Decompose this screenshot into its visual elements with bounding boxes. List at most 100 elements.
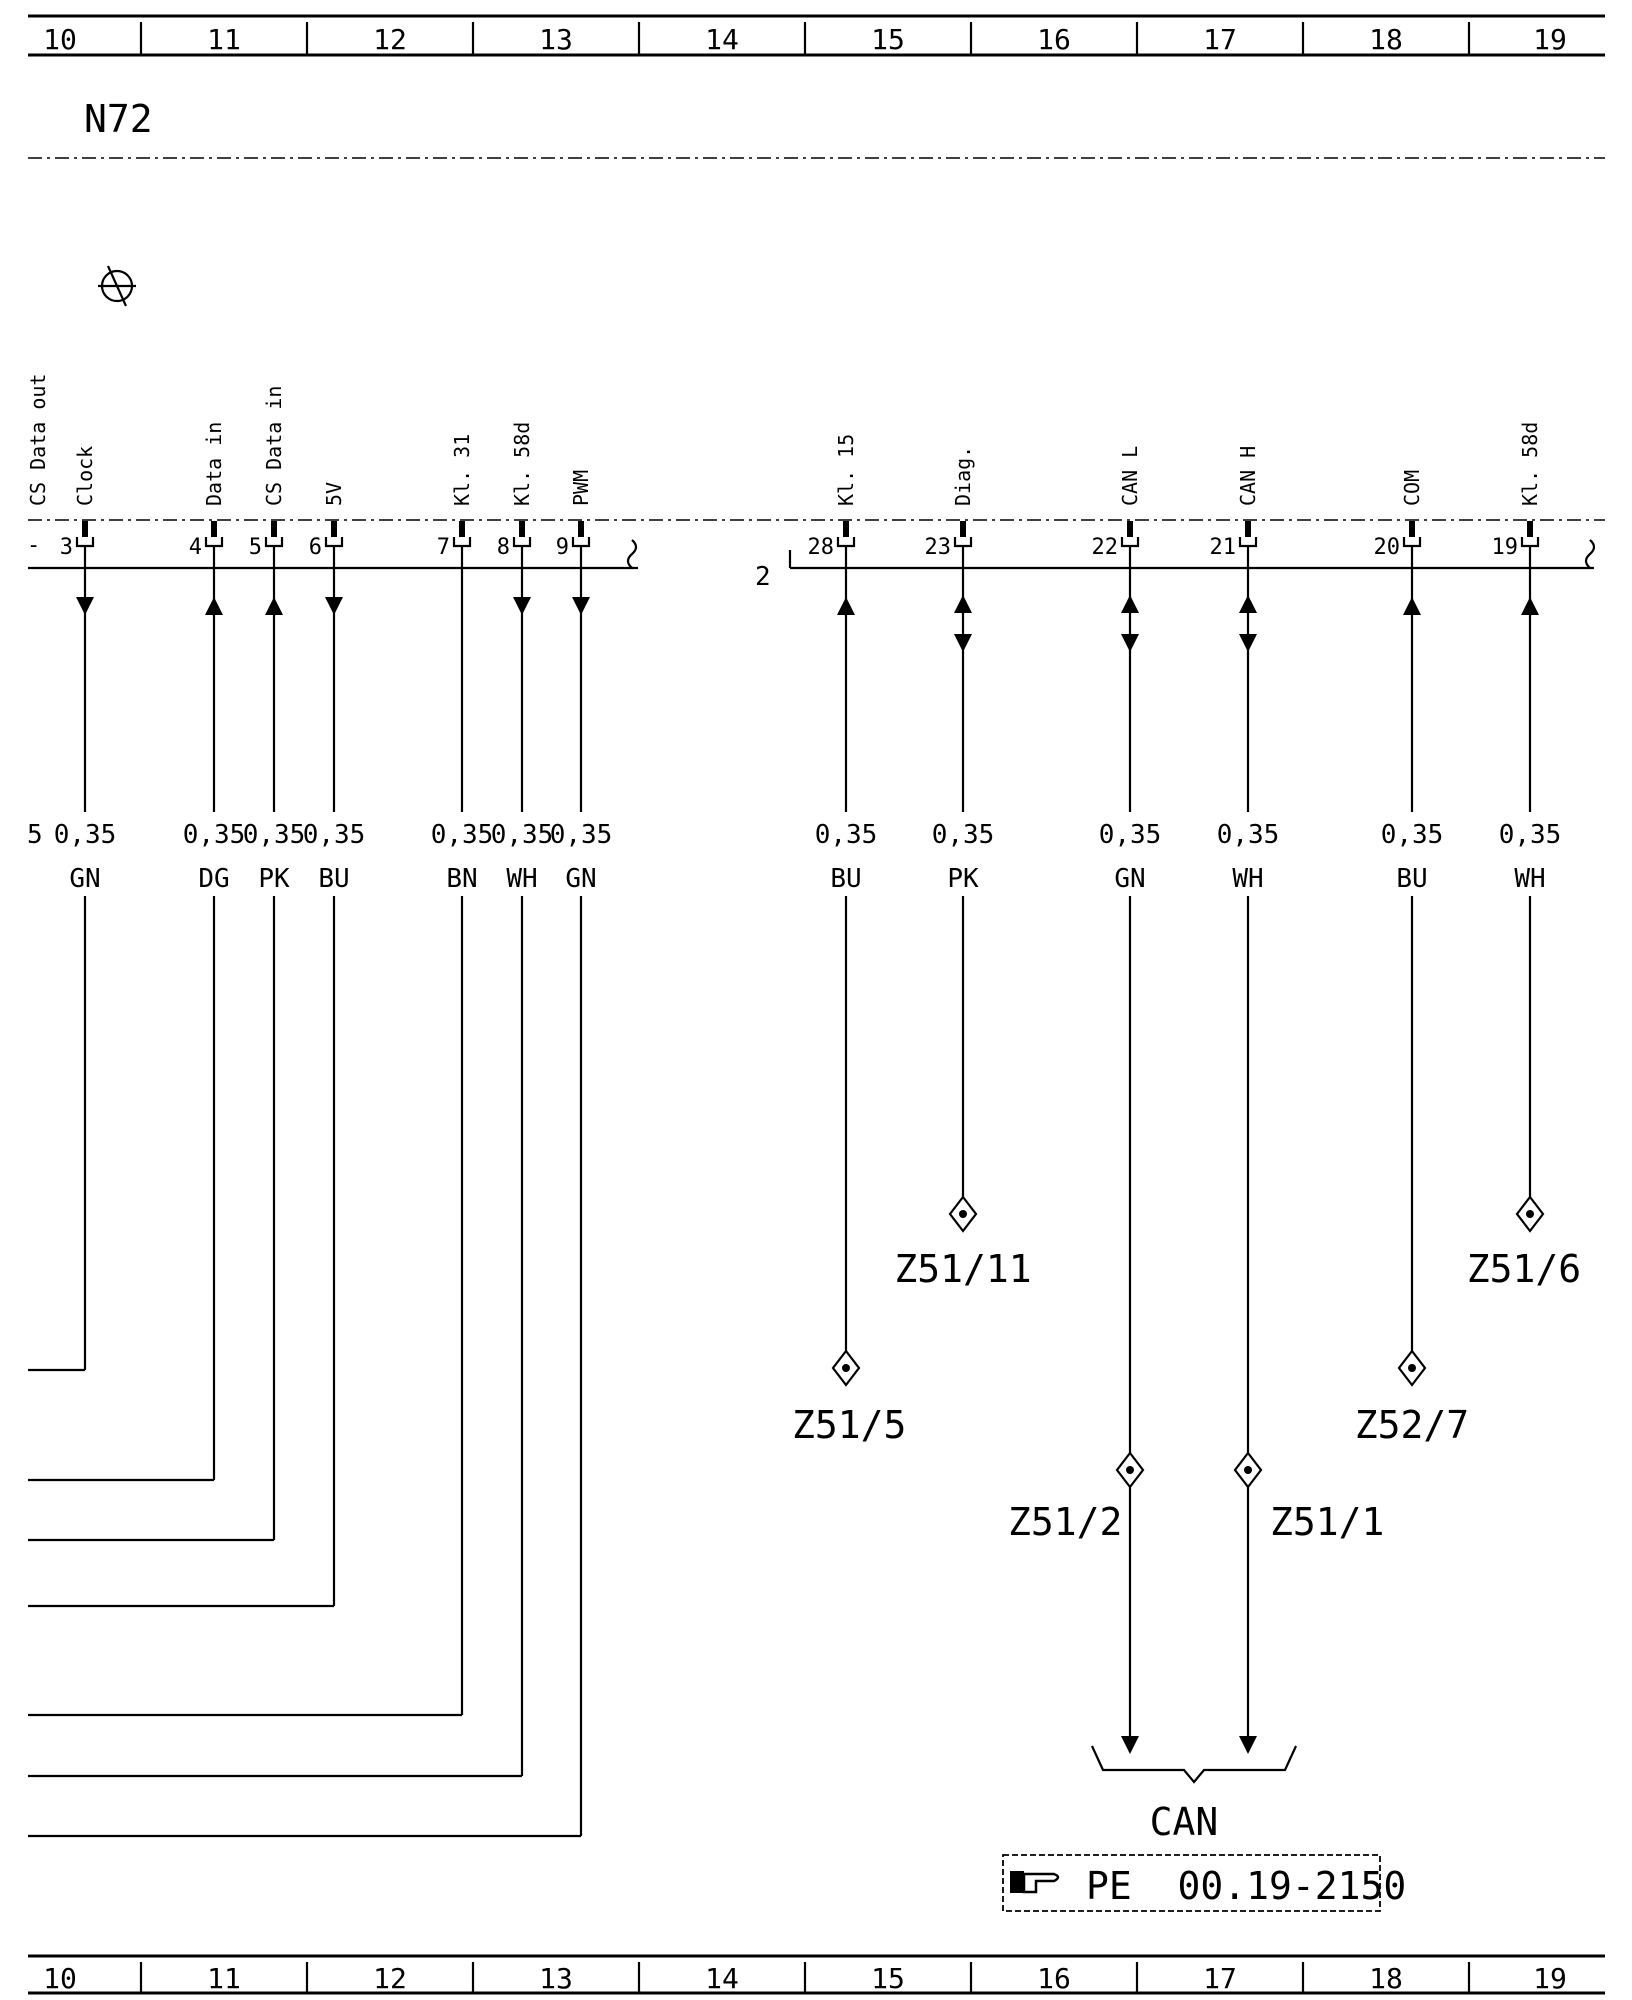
top-grid-strip: 10 11 12 13 14 15 16 17 18 19	[28, 14, 1605, 57]
grid-number: 11	[207, 23, 241, 56]
grid-number: 18	[1369, 23, 1403, 56]
grid-number: 14	[705, 23, 739, 56]
grid-number: 11	[207, 1962, 241, 1995]
pin-socket	[204, 537, 224, 548]
pin-number: 8	[497, 535, 510, 560]
wire-color-code: BU	[318, 864, 349, 894]
grid-number: 10	[43, 1962, 77, 1995]
signal-arrow-down	[1239, 1736, 1257, 1754]
wire-cross-section: 0,35	[243, 820, 306, 850]
pin-signal-label: CAN H	[1236, 446, 1260, 506]
wire-color-code: WH	[1514, 864, 1545, 894]
pin-socket	[1120, 537, 1140, 548]
pin-signal-label: Kl. 58d	[1518, 422, 1542, 506]
grid-number: 17	[1203, 23, 1237, 56]
pin-terminal	[82, 521, 88, 537]
pin-terminal	[1409, 521, 1415, 537]
pin-signal-label: Diag.	[951, 446, 975, 506]
splice-dot	[1408, 1364, 1416, 1372]
signal-arrow-down	[325, 597, 343, 615]
grid-number: 19	[1533, 1962, 1567, 1995]
splice-dot	[1526, 1210, 1534, 1218]
pin-terminal	[1527, 521, 1533, 537]
shield-icon	[98, 265, 136, 307]
signal-arrow-up	[1121, 595, 1139, 613]
signal-arrow-up	[1403, 597, 1421, 615]
signal-arrow-down	[572, 597, 590, 615]
wire-color-code: PK	[947, 864, 979, 894]
splice-label: Z51/1	[1270, 1500, 1384, 1544]
reference-text: PE 00.19-2150	[1086, 1864, 1406, 1908]
pin-number: 19	[1492, 535, 1519, 560]
grid-number: 12	[373, 1962, 407, 1995]
signal-arrow-up	[954, 595, 972, 613]
grid-number: 13	[539, 1962, 573, 1995]
pin-socket	[836, 537, 856, 548]
pin-number: 20	[1374, 535, 1401, 560]
pin-terminal	[519, 521, 525, 537]
wire-color-code: PK	[258, 864, 290, 894]
pin-socket	[571, 537, 591, 548]
wire-harness-left	[28, 1368, 581, 1838]
pin-socket	[75, 537, 95, 548]
pin-terminal	[271, 521, 277, 537]
signal-arrow-down	[954, 634, 972, 652]
pin-signal-label: PWM	[569, 470, 593, 506]
pin-terminal	[1245, 521, 1251, 537]
pin-socket	[1520, 537, 1540, 548]
grid-number: 15	[871, 23, 905, 56]
signal-arrow-up	[265, 597, 283, 615]
pin-terminal	[331, 521, 337, 537]
signal-arrow-up	[1521, 597, 1539, 615]
can-bus-label: CAN	[1150, 1800, 1219, 1844]
pin-socket	[1402, 537, 1422, 548]
bottom-grid-strip: 10 11 12 13 14 15 16 17 18 19	[28, 1954, 1605, 1995]
pin-number: 21	[1210, 535, 1237, 560]
splice-label: Z52/7	[1355, 1403, 1469, 1447]
pin-number: 22	[1092, 535, 1119, 560]
wire-cross-section: 0,35	[1381, 820, 1444, 850]
wire-cross-section: 0,35	[431, 820, 494, 850]
pin-signal-label: CS Data in	[262, 386, 286, 506]
signal-arrow-down	[76, 597, 94, 615]
wire-color-code: GN	[69, 864, 100, 894]
pin-number: 6	[309, 535, 322, 560]
signal-arrow-down	[1121, 634, 1139, 652]
grid-number: 16	[1037, 1962, 1071, 1995]
can-bus-bracket	[1091, 1745, 1297, 1784]
break-mark	[1584, 539, 1596, 569]
reference-box[interactable]: PE 00.19-2150	[1002, 1854, 1406, 1912]
splice-dot	[842, 1364, 850, 1372]
splice-label: Z51/6	[1467, 1247, 1581, 1291]
wire-color-code: BU	[830, 864, 861, 894]
break-mark	[626, 539, 638, 569]
pin-signal-label: CS Data out	[26, 374, 50, 506]
signal-arrow-up	[205, 597, 223, 615]
splice-dot	[1126, 1466, 1134, 1474]
grid-number: 13	[539, 23, 573, 56]
pin-signal-label: CAN L	[1118, 446, 1142, 506]
grid-number: 14	[705, 1962, 739, 1995]
pin-terminal	[459, 521, 465, 537]
pin-terminal	[578, 521, 584, 537]
pin-terminal	[960, 521, 966, 537]
wire-color-code: WH	[1232, 864, 1263, 894]
component-label: N72	[84, 97, 153, 141]
signal-arrow-up	[1239, 595, 1257, 613]
wire-cross-section: 0,35	[815, 820, 878, 850]
signal-arrow-down	[1239, 634, 1257, 652]
